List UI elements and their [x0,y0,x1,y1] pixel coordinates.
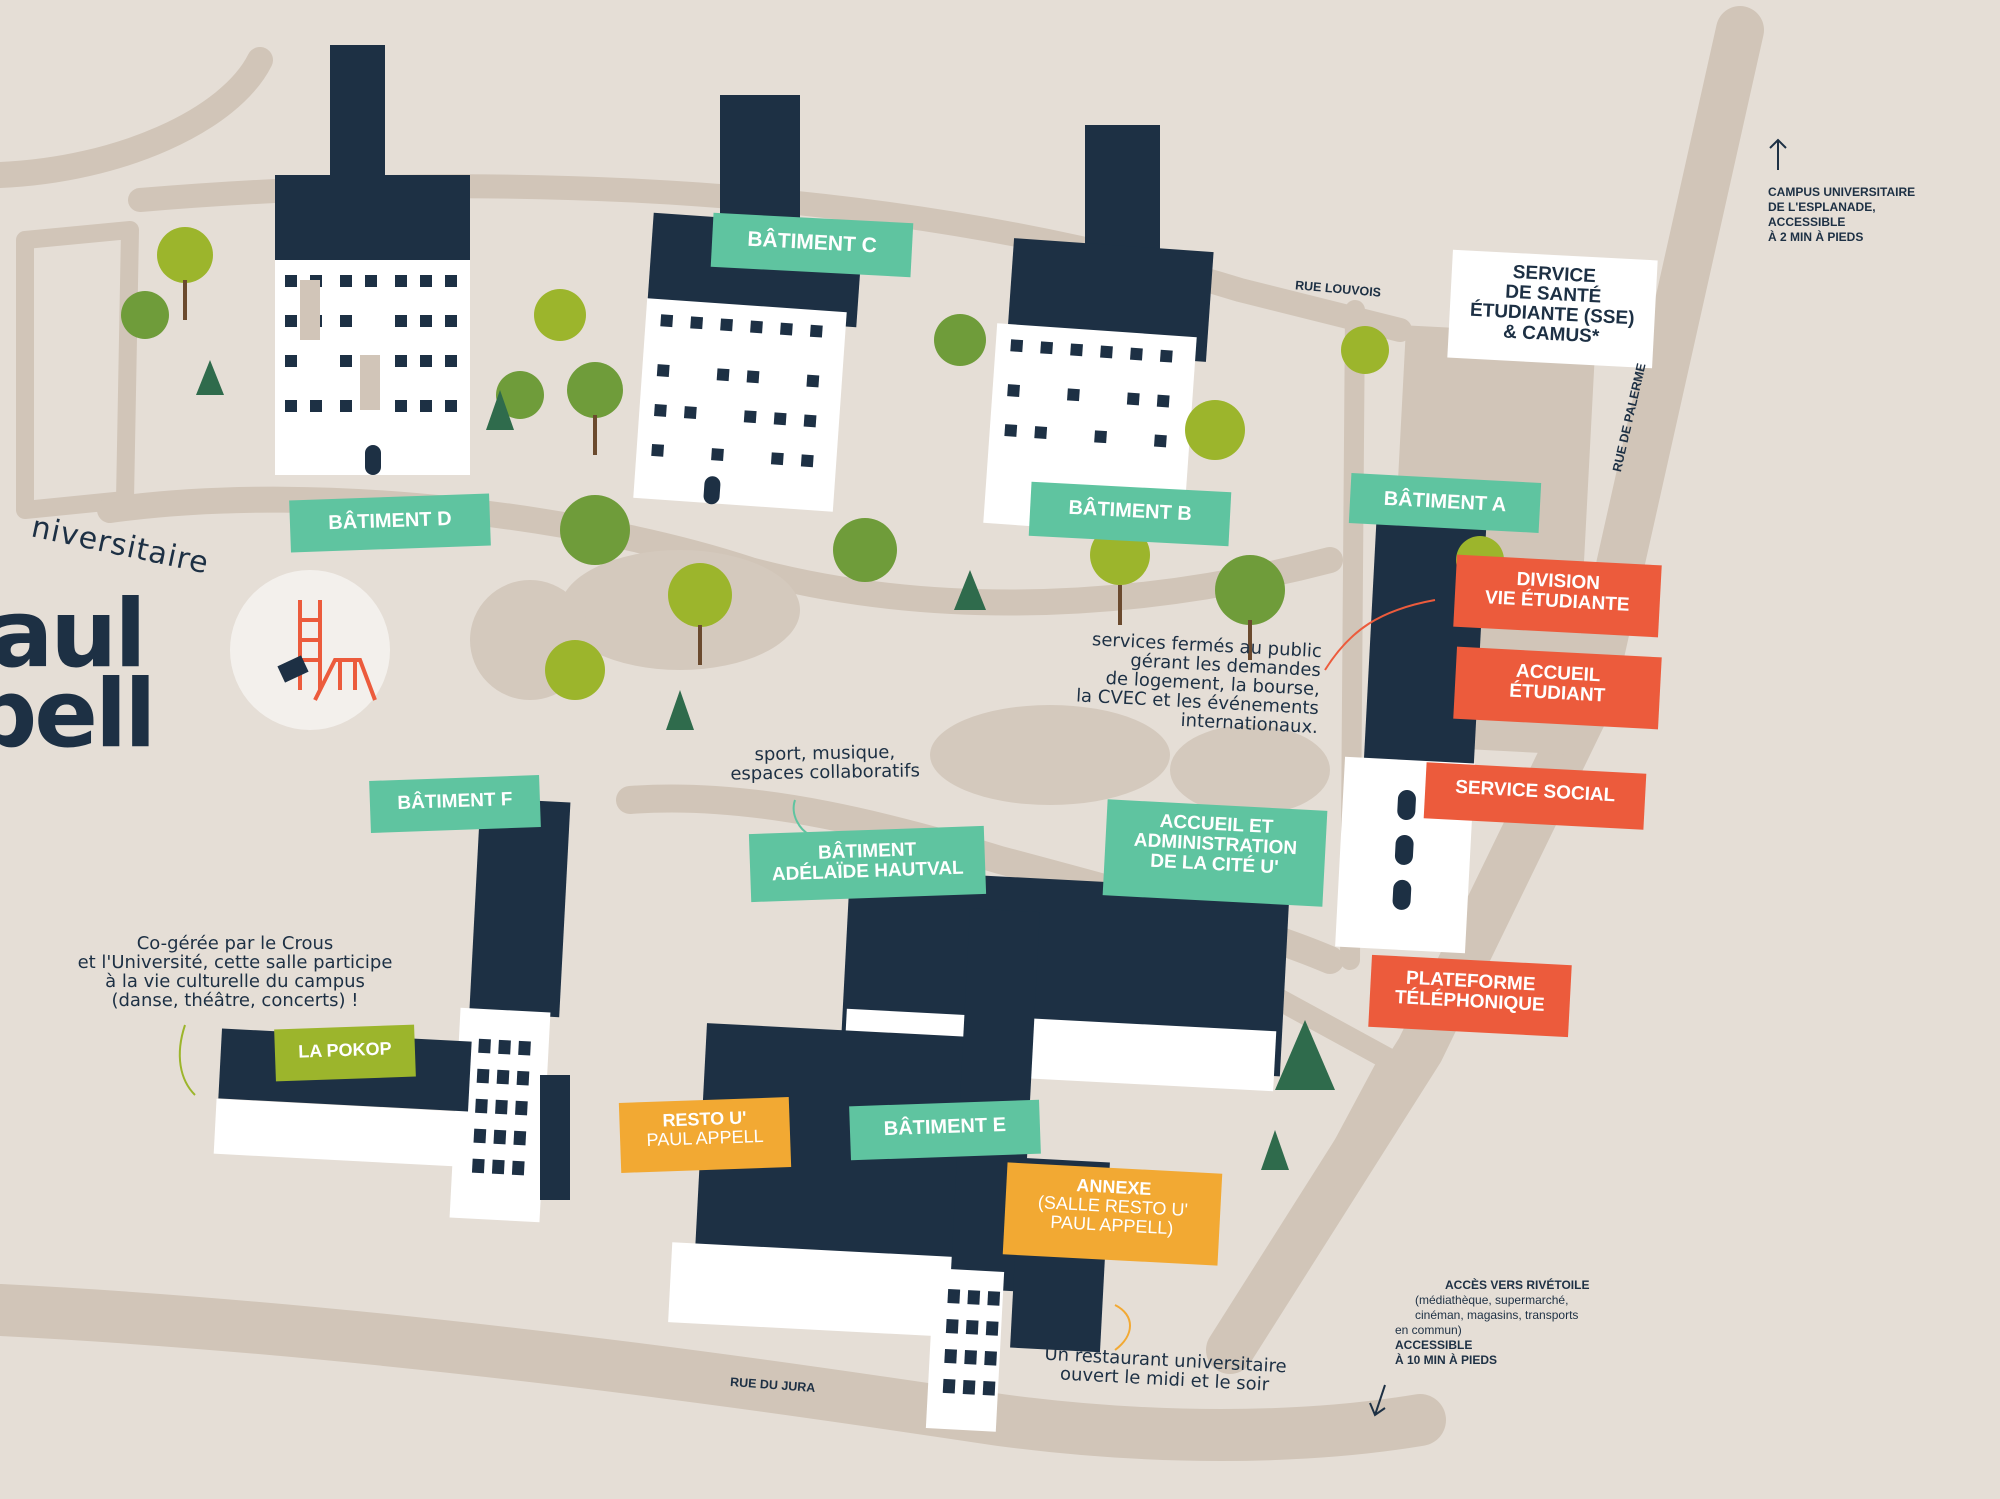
label-batiment-b[interactable]: Bâtiment B [1028,481,1232,547]
road-diag-bottom [1229,989,1401,1351]
label-plateforme-telephonique[interactable]: Plateforme téléphonique [1368,954,1572,1038]
note-line: de l'Esplanade, [1768,200,1876,214]
label-accueil-etudiant[interactable]: Accueil étudiant [1453,646,1662,730]
note-line: à 10 min à pieds [1395,1353,1498,1367]
building-c [633,95,864,512]
note-sport: sport, musique, espaces collaboratifs [700,742,951,785]
label-service-social[interactable]: Service social [1423,762,1647,830]
road-rue-jura [0,1284,1446,1461]
label-batiment-c[interactable]: Bâtiment C [710,212,914,278]
label-accueil-administration[interactable]: Accueil et administration de la cité U' [1102,799,1328,907]
note-pokop: Co-gérée par le Crous et l'Université, c… [35,933,435,1011]
note-line: accessible [1395,1338,1473,1352]
note-line: accessible [1768,215,1846,229]
building-b [983,125,1214,537]
label-division-vie-etudiante[interactable]: Division vie étudiante [1453,554,1662,638]
label-annexe[interactable]: Annexe (salle resto U' Paul Appell) [1002,1162,1223,1266]
label-batiment-f[interactable]: Bâtiment F [369,775,541,833]
trees [121,227,1504,1170]
plaza-patches [470,550,1330,815]
note-line: Co-gérée par le Crous [136,933,334,954]
big-title-line-1: aul [0,580,147,689]
label-batiment-d[interactable]: Bâtiment D [289,493,491,553]
label-resto-u[interactable]: Resto U' Paul Appell [618,1097,792,1173]
note-line: cinéman, magasins, transports [1415,1308,1579,1322]
note-services: services fermés au public gérant les dem… [1008,627,1323,737]
label-batiment-e[interactable]: Bâtiment E [849,1099,1041,1161]
label-line: Paul Appell [646,1125,764,1150]
road-left-loop [16,221,139,519]
label-la-pokop[interactable]: La Pokop [274,1024,416,1082]
big-title-line-2: pell [0,660,156,769]
annotation-arrows [1324,599,1436,671]
label-service-sante[interactable]: Service de santé étudiante (SSE) & CAMUS… [1447,249,1658,369]
building-a [1335,325,1596,954]
label-batiment-a[interactable]: Bâtiment A [1348,473,1542,533]
playground [230,570,390,730]
note-line: Campus universitaire [1768,185,1916,199]
road-top-left [0,47,273,188]
note-rivetoile: Accès vers Rivétoile (médiathèque, super… [1395,1278,1655,1368]
note-campus-esplanade: Campus universitaire de l'Esplanade, acc… [1768,185,1948,245]
rivetoile-title: Accès vers Rivétoile [1445,1278,1590,1292]
label-batiment-adelaide-hautval[interactable]: Bâtiment Adélaïde Hautval [748,825,987,903]
note-line: à la vie culturelle du campus [105,970,365,992]
note-line: à 2 min à pieds [1768,230,1864,244]
note-line: (danse, théâtre, concerts) ! [111,989,359,1011]
note-line: (médiathèque, supermarché, [1415,1293,1569,1307]
direction-arrows [1369,138,1787,1417]
note-line: et l'Université, cette salle participe [77,951,393,973]
building-e-complex [668,868,1290,1432]
building-d [275,45,470,475]
note-line: en commun) [1395,1323,1462,1337]
